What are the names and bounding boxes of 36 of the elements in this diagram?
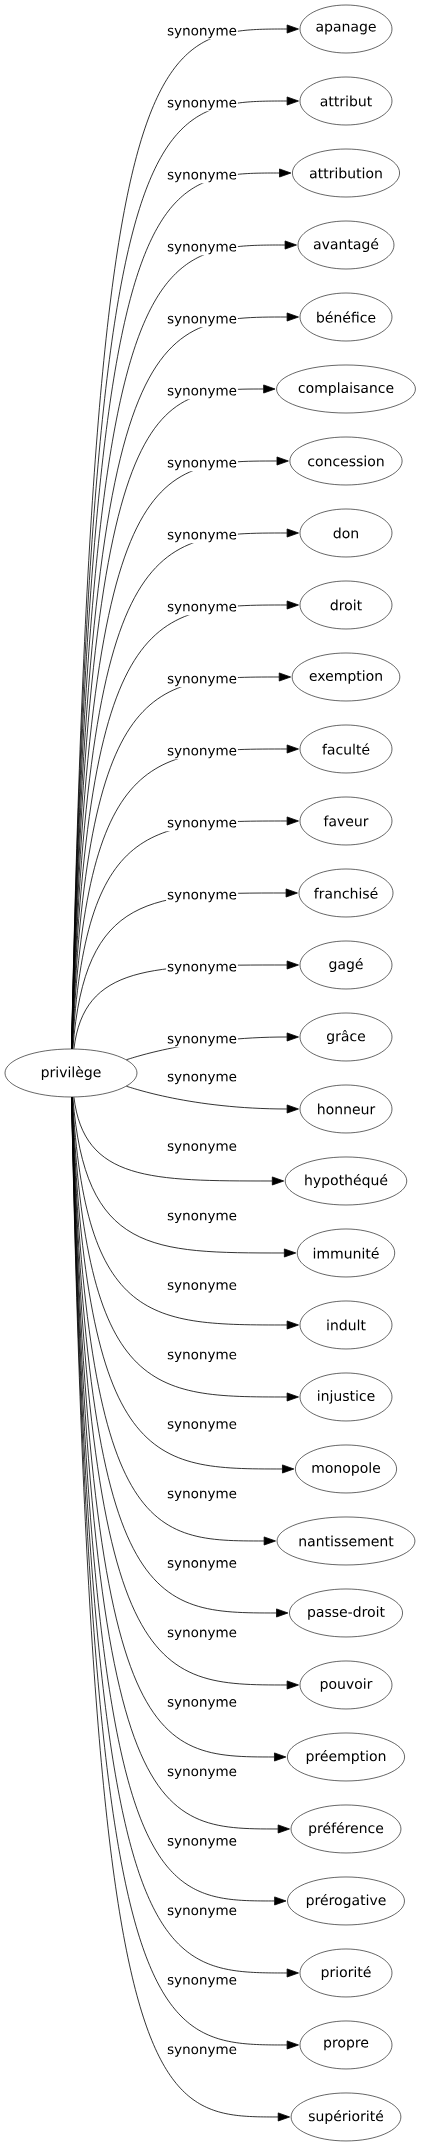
edge-label: synonyme [166,674,238,688]
edge-label: synonyme [166,1489,238,1502]
edge-label: synonyme [166,602,238,616]
edge-label: synonyme [166,386,238,400]
edge-label: synonyme [166,962,238,976]
edge-label: synonyme [166,1350,238,1364]
edge-label: synonyme [166,1211,238,1225]
edge-label: synonyme [166,1767,238,1780]
arrow [71,672,291,1050]
edge-label: synonyme [166,1628,238,1641]
edge-label: synonyme [166,1837,238,1850]
edge-label: synonyme [166,1420,238,1433]
arrow [126,1085,299,1114]
edge-label: synonyme [166,1976,238,1989]
edge-label: synonyme [166,1281,238,1294]
edge-label: synonyme [166,890,238,904]
edge-label: synonyme [166,1072,238,1086]
edge-label: synonyme [166,170,238,184]
arrow [71,744,299,1050]
arrow [72,1096,297,1258]
edge-label: synonyme [166,98,238,112]
edge-label: synonyme [166,818,238,832]
edge-label: synonyme [166,746,238,760]
edge-label: synonyme [166,26,238,40]
edge-label: synonyme [166,2045,238,2058]
edge-label: synonyme [166,1142,238,1155]
edge-label: synonyme [166,1034,238,1048]
edge-label: synonyme [166,1698,238,1711]
edge-label: synonyme [166,1906,238,1919]
edge-label: synonyme [166,1559,238,1572]
edge-label: synonyme [166,314,238,328]
arrow [71,1096,276,1546]
edge-label: synonyme [166,458,238,472]
edge-label: synonyme [166,242,238,256]
arrow [73,1096,285,1186]
edge-label: synonyme [166,530,238,544]
